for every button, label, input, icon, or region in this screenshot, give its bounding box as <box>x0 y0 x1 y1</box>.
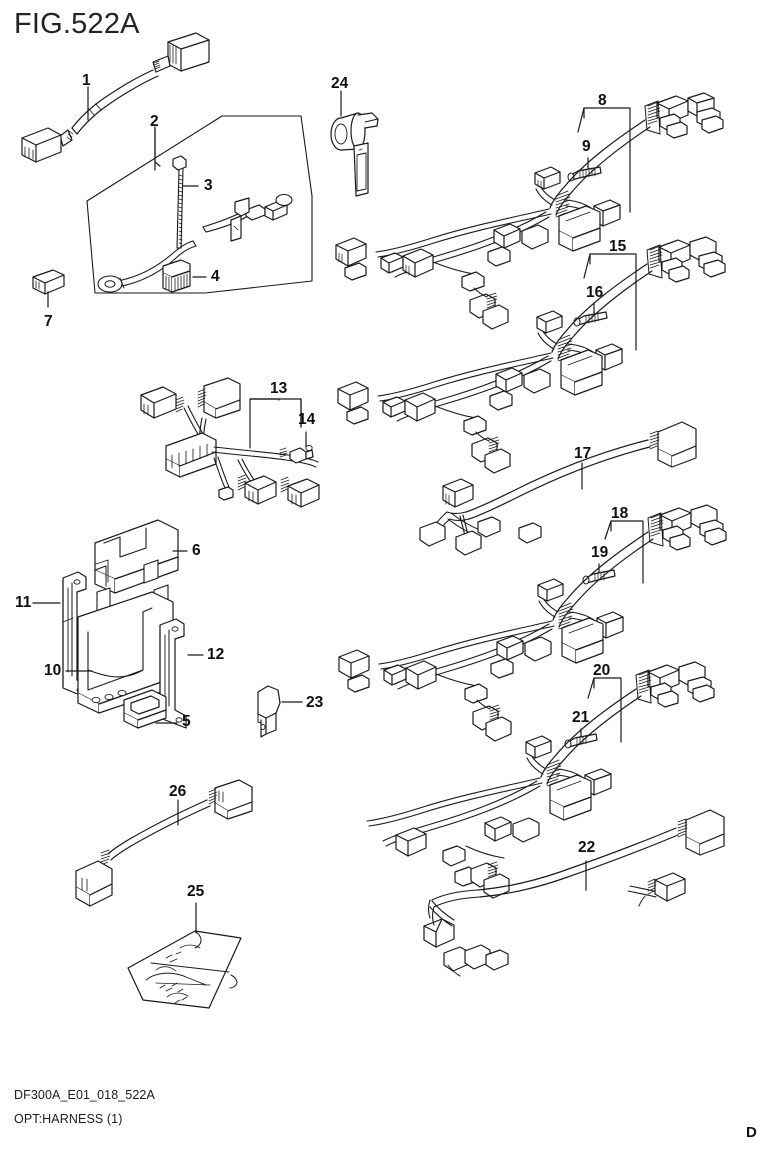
callout-8: 8 <box>598 92 607 109</box>
callout-12: 12 <box>207 646 225 663</box>
callout-18: 18 <box>611 505 629 522</box>
lug-assembly <box>202 193 293 242</box>
callout-1: 1 <box>82 72 91 89</box>
part-harness-13 <box>140 377 320 508</box>
callout-7: 7 <box>44 313 53 330</box>
callout-26: 26 <box>169 783 187 800</box>
part-connector-7 <box>32 269 65 308</box>
ground-cable <box>97 240 197 293</box>
part-label-sheet-25 <box>127 902 242 1009</box>
figure-footer-title: OPT:HARNESS (1) <box>14 1112 123 1126</box>
callout-22: 22 <box>578 839 596 856</box>
callout-17: 17 <box>574 445 592 462</box>
callout-3: 3 <box>204 177 213 194</box>
callout-14: 14 <box>298 411 316 428</box>
callout-10: 10 <box>44 662 62 679</box>
part-harness-17 <box>419 421 697 556</box>
part-harness-1 <box>21 32 210 163</box>
bracket-15-16 <box>583 253 637 351</box>
part-harness-22 <box>423 809 725 977</box>
callout-15: 15 <box>609 238 627 255</box>
callout-9: 9 <box>582 138 591 155</box>
callout-20: 20 <box>593 662 611 679</box>
part-harness-20 <box>366 661 715 899</box>
callout-21: 21 <box>572 709 590 726</box>
part-harness-8 <box>335 92 724 330</box>
part-bracket-11 <box>32 571 88 699</box>
page-corner-marker: D <box>746 1124 757 1141</box>
callout-4: 4 <box>211 268 220 285</box>
part-harness-18 <box>338 504 727 742</box>
callout-23: 23 <box>306 694 324 711</box>
part-harness-15 <box>337 236 726 474</box>
callout-11: 11 <box>15 594 32 611</box>
part-kit-box-2 <box>86 115 313 294</box>
figure-title: FIG.522A <box>14 8 140 40</box>
callout-24: 24 <box>331 75 349 92</box>
part-harness-26 <box>75 779 253 907</box>
callout-2: 2 <box>150 113 159 130</box>
callout-25: 25 <box>187 883 205 900</box>
part-sensor-24 <box>330 90 379 197</box>
callout-19: 19 <box>591 544 609 561</box>
part-cable-tie-3 <box>172 155 199 249</box>
callout-16: 16 <box>586 284 604 301</box>
part-grommet-5 <box>123 689 178 729</box>
part-clamp-23 <box>257 685 303 738</box>
figure-footer-code: DF300A_E01_018_522A <box>14 1088 155 1102</box>
part-fuse-4 <box>162 259 207 293</box>
callout-13: 13 <box>270 380 288 397</box>
bracket-8-9 <box>577 107 631 213</box>
callout-6: 6 <box>192 542 201 559</box>
callout-5: 5 <box>182 713 191 730</box>
